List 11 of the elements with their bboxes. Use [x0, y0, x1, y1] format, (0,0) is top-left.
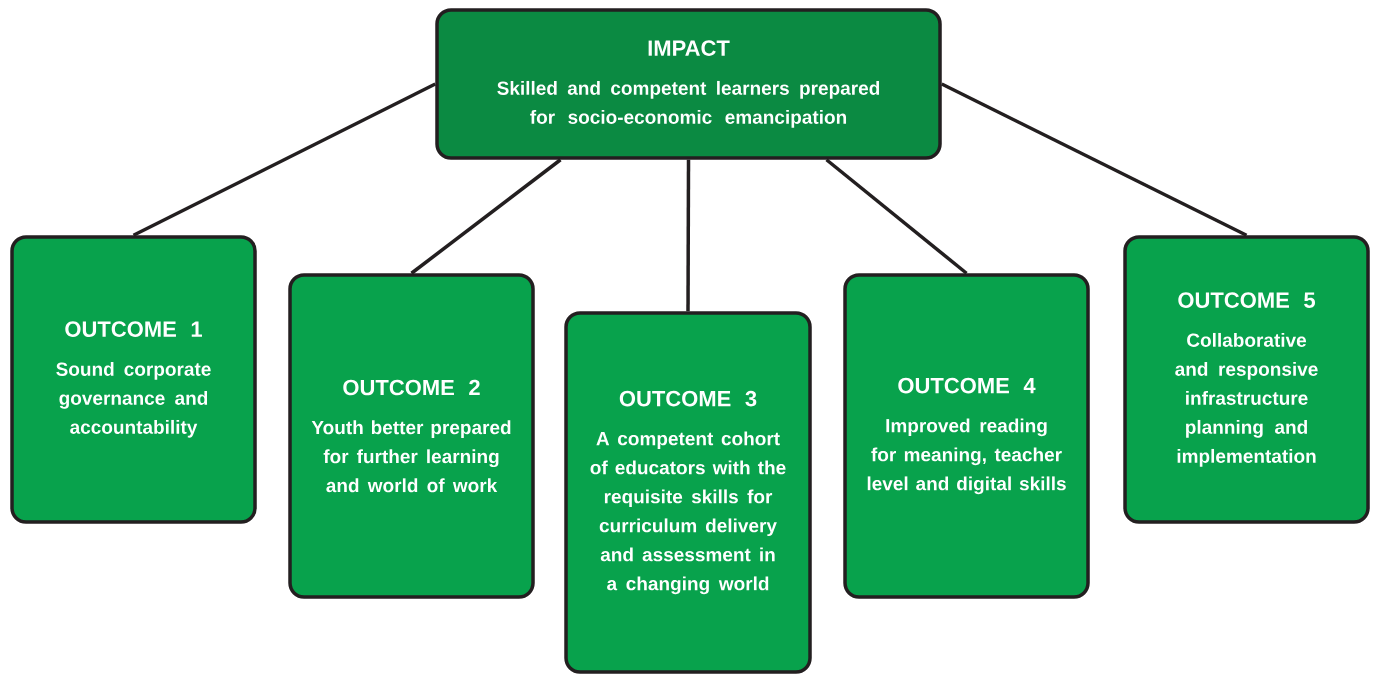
connector-line: [941, 82, 1248, 237]
connector-line: [132, 82, 437, 237]
connector-line: [686, 159, 691, 312]
impact-box: IMPACT Skilled and competent learners prepared for socio-economic emancipation: [435, 8, 942, 160]
outcome-box: OUTCOME 3 A competent cohort of educators with the requisite skills for curriculum delivery and assessment in a changing world: [564, 311, 812, 674]
outcome-box: OUTCOME 2 Youth better prepared for further learning and world of work: [288, 273, 535, 599]
connector-line: [825, 158, 968, 275]
outcome-box: OUTCOME 5 Collaborative and responsive infrastructure planning and implementation: [1123, 235, 1370, 524]
outcome-box: OUTCOME 1 Sound corporate governance and accountability: [10, 235, 257, 524]
connector-line: [410, 158, 562, 275]
outcome-box: OUTCOME 4 Improved reading for meaning, teacher level and digital skills: [843, 273, 1090, 599]
